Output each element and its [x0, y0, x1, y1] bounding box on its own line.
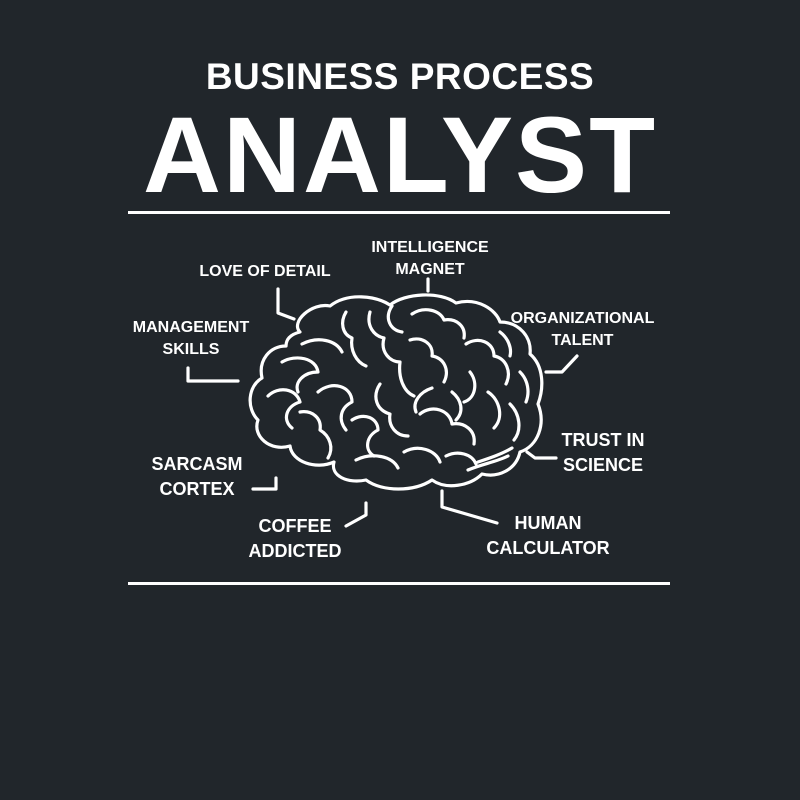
page-title: ANALYST	[142, 94, 658, 215]
label-intelligence-magnet: INTELLIGENCE MAGNET	[371, 239, 489, 278]
label-coffee-addicted: COFFEE ADDICTED	[248, 516, 342, 561]
bottom-divider	[128, 582, 670, 585]
top-divider	[128, 211, 670, 214]
pointer-lines	[186, 277, 579, 528]
subtitle: BUSINESS PROCESS	[205, 56, 595, 97]
label-management-skills: MANAGEMENT SKILLS	[132, 319, 250, 358]
label-love-of-detail: LOVE OF DETAIL	[199, 263, 331, 280]
label-organizational-talent: ORGANIZATIONAL TALENT	[510, 310, 655, 349]
label-trust-in-science: TRUST IN SCIENCE	[561, 430, 645, 475]
label-human-calculator: HUMAN CALCULATOR	[486, 513, 610, 558]
label-sarcasm-cortex: SARCASM CORTEX	[151, 454, 243, 499]
